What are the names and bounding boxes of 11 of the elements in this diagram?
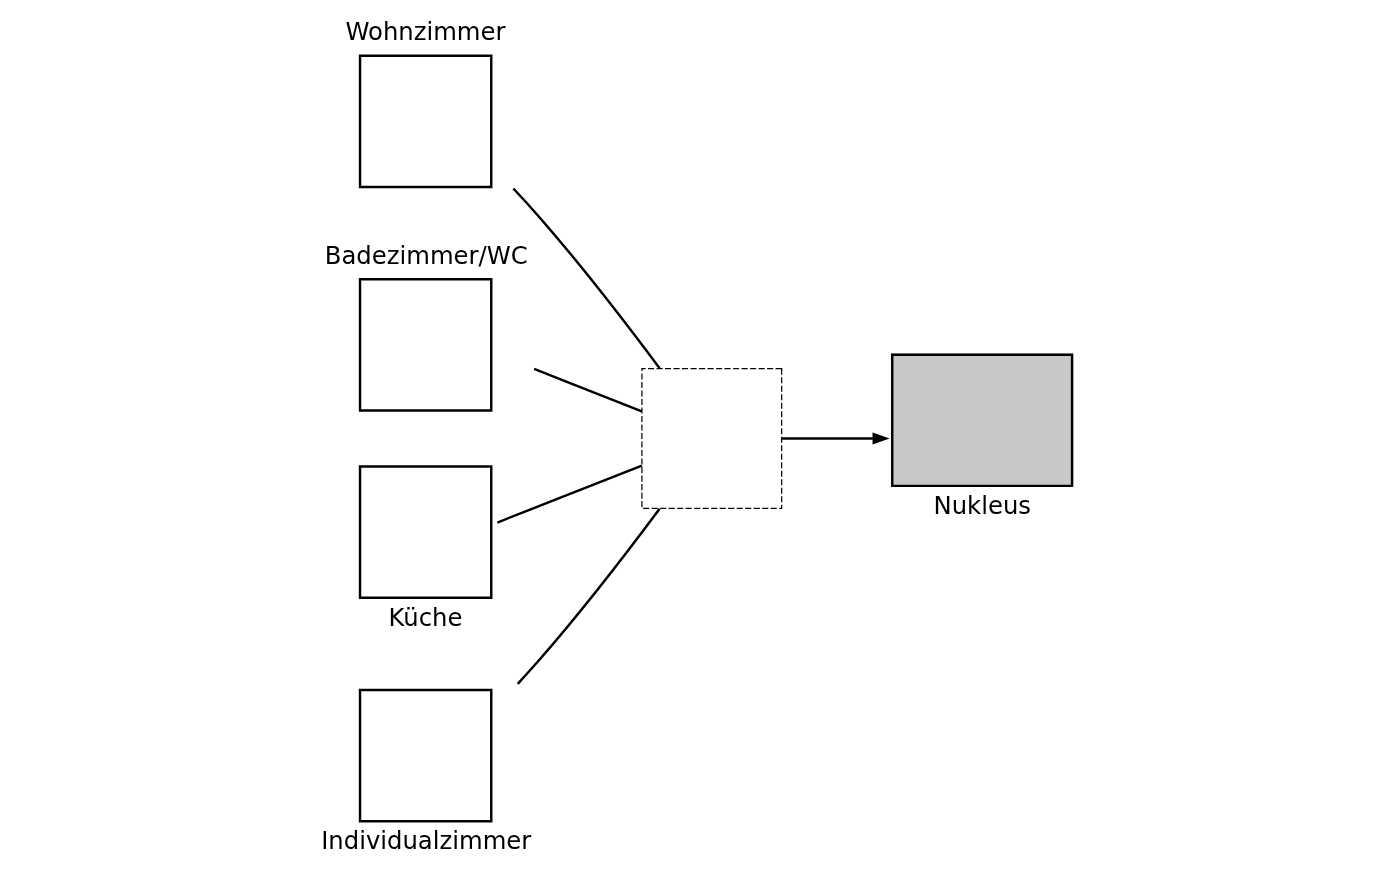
connector [496, 464, 643, 524]
connector [533, 367, 643, 413]
arrow [782, 432, 890, 445]
node-label: Wohnzimmer [345, 16, 506, 46]
connector [512, 187, 661, 369]
node-label: Individualzimmer [321, 826, 532, 856]
node-box [641, 368, 783, 509]
node-label: Küche [388, 602, 463, 632]
connector [516, 508, 661, 685]
node-label: Nukleus [933, 490, 1031, 520]
node-label: Badezimmer/WC [324, 240, 528, 270]
